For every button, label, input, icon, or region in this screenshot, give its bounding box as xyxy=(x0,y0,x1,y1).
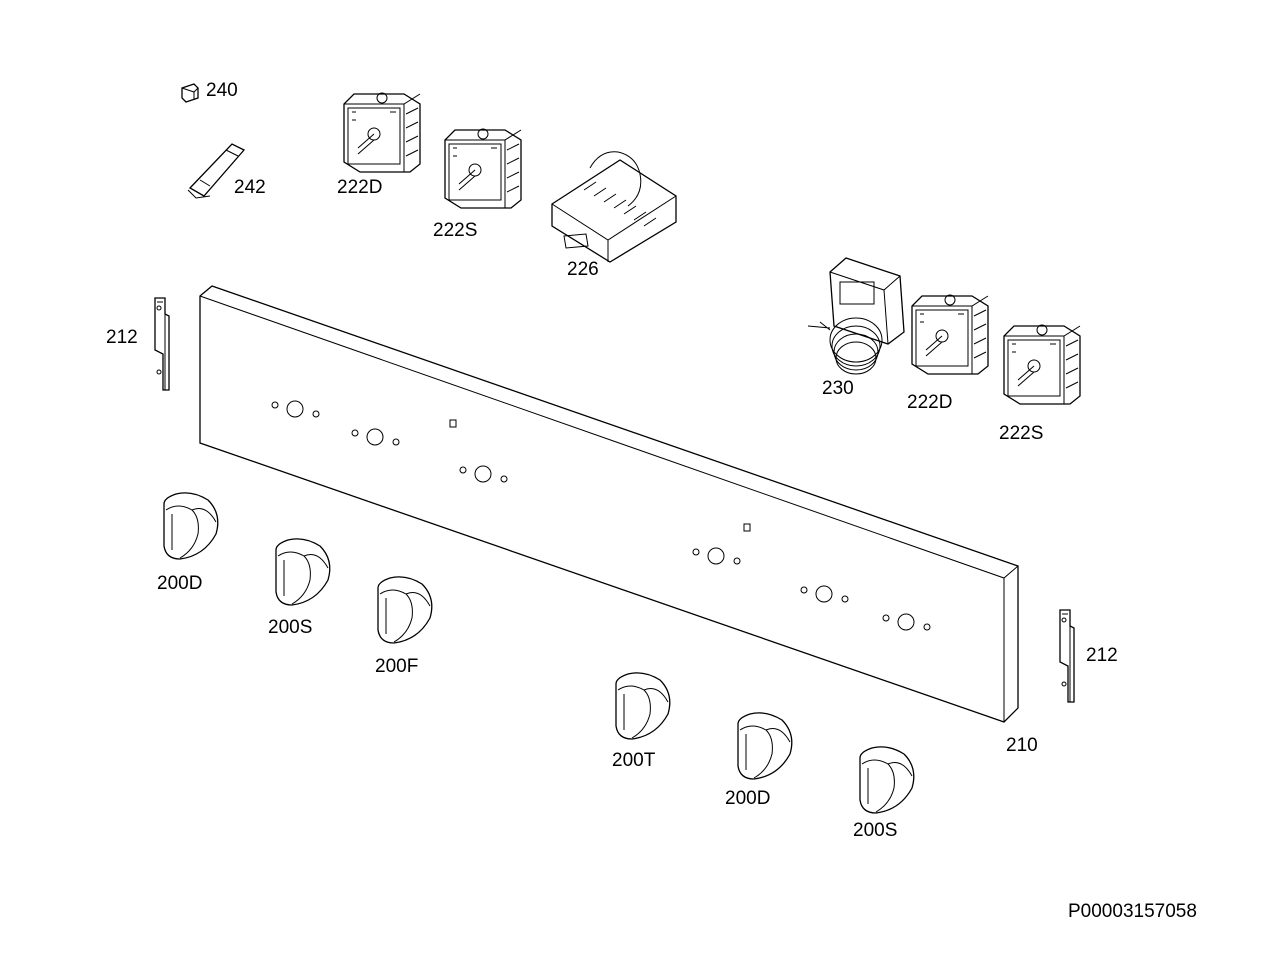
knob-200S-left xyxy=(275,538,331,606)
selector-switch xyxy=(551,151,677,263)
label-200D-right: 200D xyxy=(725,788,771,809)
control-panel xyxy=(199,285,1019,723)
document-id: P00003157058 xyxy=(1068,901,1197,922)
label-200T: 200T xyxy=(612,750,656,771)
sensor-part xyxy=(187,143,246,199)
label-212-right: 212 xyxy=(1086,645,1118,666)
label-222D-right: 222D xyxy=(907,392,953,413)
label-222S-right: 222S xyxy=(999,423,1044,444)
knob-200S-right xyxy=(859,746,915,814)
label-200S-left: 200S xyxy=(268,617,313,638)
regulator-right-a xyxy=(911,294,989,375)
thermostat xyxy=(807,257,905,375)
knob-200D-right xyxy=(737,712,793,780)
label-200S-right: 200S xyxy=(853,820,898,841)
knob-200D-left xyxy=(163,492,219,560)
right-bracket xyxy=(1059,609,1075,703)
regulator-top-right xyxy=(444,128,522,209)
regulator-right-b xyxy=(1003,324,1081,405)
clip-part xyxy=(181,83,199,103)
knob-200F xyxy=(377,576,433,644)
regulator-top-left xyxy=(343,92,421,173)
label-210: 210 xyxy=(1006,735,1038,756)
left-bracket xyxy=(154,297,170,391)
label-222D-top: 222D xyxy=(337,177,383,198)
label-200D-left: 200D xyxy=(157,573,203,594)
knob-200T xyxy=(615,672,671,740)
label-226: 226 xyxy=(567,259,599,280)
label-212-left: 212 xyxy=(106,327,138,348)
label-200F: 200F xyxy=(375,656,419,677)
label-240: 240 xyxy=(206,80,238,101)
label-242: 242 xyxy=(234,177,266,198)
label-222S-top: 222S xyxy=(433,220,478,241)
label-230: 230 xyxy=(822,378,854,399)
